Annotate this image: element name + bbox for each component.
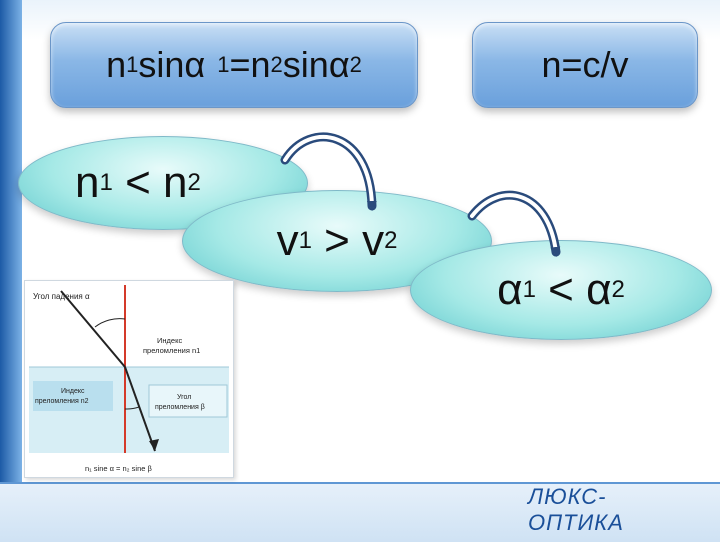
- refraction-label-bg: [148, 384, 228, 418]
- refraction-label-line1: Угол: [177, 394, 191, 401]
- refractive-index-formula: n=c/v: [541, 44, 629, 85]
- index-operator: <: [112, 158, 163, 207]
- refraction-label-line2: преломления β: [155, 404, 205, 411]
- snell-n1: n: [106, 44, 127, 85]
- speed-sub-left: 1: [298, 227, 312, 254]
- bottom-band: [0, 482, 720, 542]
- speed-var-right: v: [362, 216, 385, 265]
- angle-var-left: α: [497, 265, 523, 314]
- incidence-angle-label: Угол падения α: [33, 292, 90, 301]
- speed-var-left: v: [276, 216, 299, 265]
- n2-label-line2: преломления n2: [35, 398, 89, 405]
- snell-alpha2-subscript: 2: [349, 52, 362, 77]
- snell-alpha1-subscript: 1: [217, 52, 230, 77]
- incidence-angle-arc: [94, 318, 126, 328]
- ray-arrowhead: [149, 439, 159, 451]
- refractive-index-formula-box: n=c/v: [472, 22, 698, 108]
- angle-var-right: α: [586, 265, 612, 314]
- snell-sin1: sinα: [138, 44, 206, 85]
- index-sub-left: 1: [99, 169, 113, 196]
- incident-ray: [60, 290, 126, 368]
- snell-sin2: sinα: [282, 44, 350, 85]
- n2-label-bg: [33, 381, 113, 411]
- snell-n2: n: [250, 44, 271, 85]
- refraction-diagram: Угол падения α Индекс преломления n1 Инд…: [24, 280, 234, 478]
- refraction-angle-arc: [124, 406, 140, 410]
- speed-sub-right: 2: [384, 227, 398, 254]
- snell-equals: =: [229, 44, 251, 85]
- n1-label-line1: Индекс: [157, 336, 182, 345]
- angle-sub-left: 1: [522, 276, 536, 303]
- company-logo: ЛЮКС-ОПТИКА: [528, 484, 688, 535]
- diagram-formula: n₁ sine α = n₂ sine β: [85, 464, 153, 473]
- n1-label-line2: преломления n1: [143, 346, 200, 355]
- snell-n1-subscript: 1: [126, 52, 139, 77]
- left-accent-bar: [0, 0, 22, 540]
- logo-text: ЛЮКС-ОПТИКА: [528, 484, 624, 535]
- n2-label-line1: Индекс: [61, 388, 85, 395]
- refracted-ray: [124, 366, 156, 452]
- angle-operator: <: [535, 265, 587, 314]
- speed-operator: >: [311, 216, 363, 265]
- index-sub-right: 2: [187, 169, 201, 196]
- index-var-left: n: [75, 158, 100, 207]
- snell-n2-subscript: 2: [270, 52, 283, 77]
- angle-sub-right: 2: [611, 276, 625, 303]
- index-var-right: n: [163, 158, 188, 207]
